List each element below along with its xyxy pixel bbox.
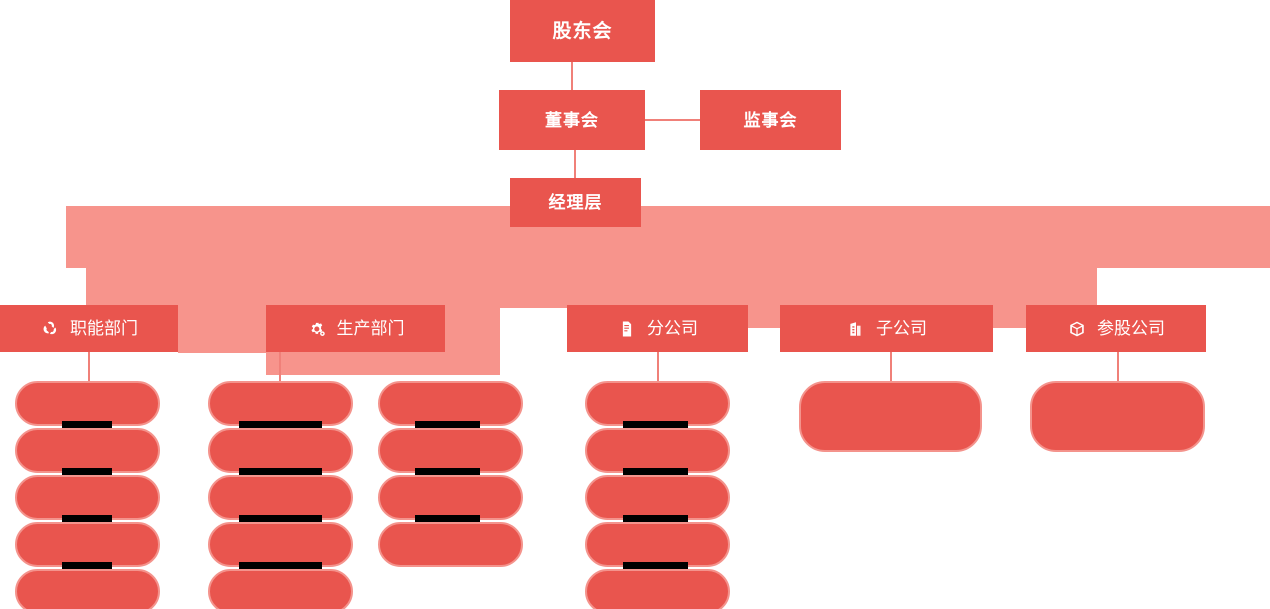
redaction-bar bbox=[62, 562, 112, 571]
highlight-band-gap-b bbox=[748, 308, 781, 328]
leaf-node[interactable] bbox=[799, 381, 982, 452]
leaf-node[interactable] bbox=[585, 381, 730, 426]
connector-dept-5 bbox=[890, 352, 892, 384]
connector-dept-6 bbox=[1117, 352, 1119, 384]
redaction-bar bbox=[239, 515, 322, 524]
highlight-band-mid bbox=[86, 268, 1097, 308]
redaction-bar bbox=[415, 421, 480, 430]
redaction-bar bbox=[62, 515, 112, 524]
leaf-node[interactable] bbox=[15, 569, 160, 609]
leaf-node[interactable] bbox=[208, 569, 353, 609]
redaction-bar bbox=[623, 515, 688, 524]
dept-header-branch[interactable]: 分公司 bbox=[567, 305, 748, 352]
redaction-bar bbox=[623, 421, 688, 430]
connector-board-management bbox=[574, 150, 576, 178]
redaction-bar bbox=[415, 468, 480, 477]
redaction-bar bbox=[239, 562, 322, 571]
leaf-node[interactable] bbox=[378, 428, 523, 473]
node-management-label: 经理层 bbox=[548, 193, 603, 212]
node-supervisors-label: 监事会 bbox=[743, 110, 798, 130]
leaf-node[interactable] bbox=[585, 475, 730, 520]
leaf-node[interactable] bbox=[378, 381, 523, 426]
leaf-node[interactable] bbox=[15, 428, 160, 473]
dept-header-functional[interactable]: 职能部门 bbox=[0, 305, 178, 352]
redaction-bar bbox=[239, 468, 322, 477]
node-shareholders-label: 股东会 bbox=[552, 20, 613, 42]
leaf-node[interactable] bbox=[208, 381, 353, 426]
leaf-node[interactable] bbox=[378, 475, 523, 520]
leaf-node[interactable] bbox=[15, 522, 160, 567]
highlight-band-col2-tail bbox=[266, 352, 500, 375]
redaction-bar bbox=[239, 421, 322, 430]
node-management[interactable]: 经理层 bbox=[510, 178, 641, 227]
dept-header-affiliate-label: 参股公司 bbox=[1097, 319, 1165, 338]
leaf-node[interactable] bbox=[378, 522, 523, 567]
leaf-node[interactable] bbox=[585, 522, 730, 567]
leaf-node[interactable] bbox=[15, 381, 160, 426]
dept-header-branch-label: 分公司 bbox=[647, 319, 698, 338]
dept-header-functional-label: 职能部门 bbox=[70, 319, 138, 338]
node-supervisors[interactable]: 监事会 bbox=[700, 90, 841, 150]
leaf-node[interactable] bbox=[15, 475, 160, 520]
node-board[interactable]: 董事会 bbox=[499, 90, 645, 150]
highlight-band-col1-stub bbox=[178, 308, 266, 353]
leaf-node[interactable] bbox=[585, 569, 730, 609]
dept-header-subsidiary[interactable]: 子公司 bbox=[780, 305, 993, 352]
redaction-bar bbox=[415, 515, 480, 524]
redaction-bar bbox=[62, 468, 112, 477]
redaction-bar bbox=[623, 468, 688, 477]
dept-header-production-label: 生产部门 bbox=[336, 319, 405, 338]
node-shareholders[interactable]: 股东会 bbox=[510, 0, 655, 62]
dept-header-production[interactable]: 生产部门 bbox=[266, 305, 445, 352]
gears-icon bbox=[307, 319, 327, 339]
connector-dept-2 bbox=[279, 352, 281, 384]
highlight-band-gap-c bbox=[993, 308, 1026, 328]
recycle-icon bbox=[40, 319, 60, 339]
highlight-band-top bbox=[66, 206, 1270, 268]
cube-icon bbox=[1067, 319, 1087, 339]
leaf-node[interactable] bbox=[1030, 381, 1205, 452]
document-icon bbox=[617, 319, 637, 339]
connector-dept-1 bbox=[88, 352, 90, 384]
redaction-bar bbox=[62, 421, 112, 430]
highlight-band-gap-a bbox=[445, 308, 500, 352]
dept-header-subsidiary-label: 子公司 bbox=[876, 319, 927, 338]
dept-header-affiliate[interactable]: 参股公司 bbox=[1026, 305, 1206, 352]
leaf-node[interactable] bbox=[208, 522, 353, 567]
building-icon bbox=[846, 319, 866, 339]
leaf-node[interactable] bbox=[585, 428, 730, 473]
connector-board-supervisors bbox=[645, 119, 701, 121]
connector-dept-4 bbox=[657, 352, 659, 384]
leaf-node[interactable] bbox=[208, 428, 353, 473]
redaction-bar bbox=[623, 562, 688, 571]
connector-shareholders-board bbox=[571, 62, 573, 90]
node-board-label: 董事会 bbox=[545, 110, 599, 130]
leaf-node[interactable] bbox=[208, 475, 353, 520]
